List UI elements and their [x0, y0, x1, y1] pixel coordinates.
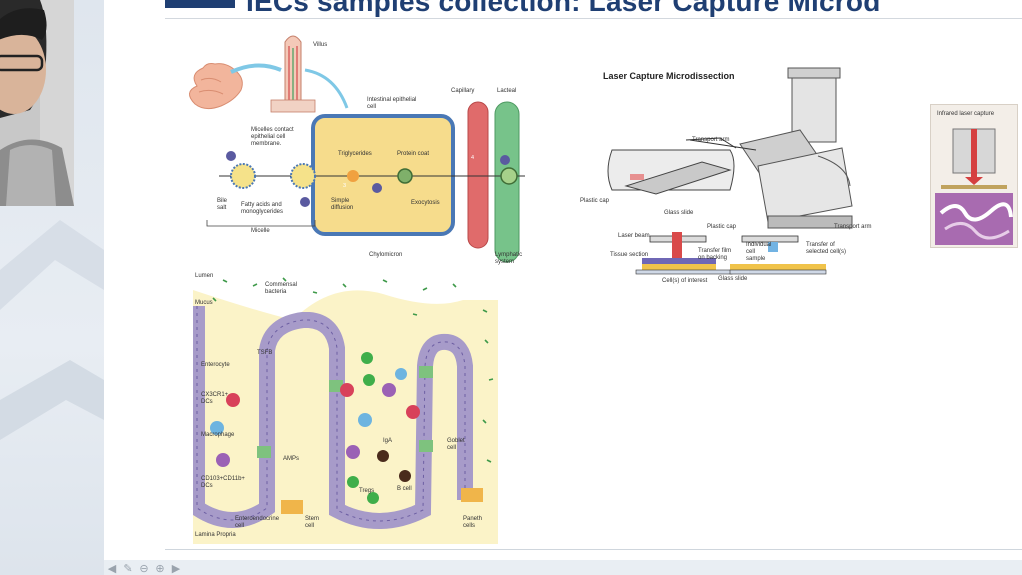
individual-cell-label: Individual cell sample — [746, 242, 772, 262]
goblet-cells — [257, 366, 433, 458]
cx3cr1-label: CX3CR1+ DCs — [201, 392, 229, 405]
goblet-label: Goblet cell — [447, 438, 465, 451]
step-4-label: 4 — [471, 155, 475, 161]
microscope-icon — [739, 67, 853, 229]
triglycerides-label: Triglycerides — [338, 151, 372, 157]
transfer-film-label: Transfer film on backing — [698, 248, 732, 261]
arrow-left-icon[interactable]: ◀ — [107, 563, 117, 575]
glass-slide-label: Glass slide — [718, 276, 748, 282]
slide-toolbar: ◀ ✎ ⊖ ⊕ ▶ — [106, 563, 182, 575]
arrow-to-cell — [304, 68, 349, 109]
mucus-label: Mucus — [195, 300, 213, 306]
plastic-cap-label: Plastic cap — [707, 224, 737, 230]
chylomicron-1 — [397, 168, 413, 184]
amps-label: AMPs — [283, 456, 300, 462]
intestinal-crypt-diagram: Lumen Mucus Commensal bacteria Enterocyt… — [189, 270, 498, 544]
step-1-label: 1 — [197, 151, 201, 157]
commensal-label: Commensal bacteria — [265, 282, 298, 295]
epithelial-cell — [311, 114, 455, 236]
iga-label: IgA — [383, 438, 393, 444]
transport-arm-right-label: Transport arm — [834, 224, 872, 230]
zoom-out-icon[interactable]: ⊖ — [139, 563, 149, 575]
transport-arm-top-label: Transport arm — [692, 137, 730, 143]
lumen-label: Lumen — [195, 273, 214, 279]
enteroendocrine-label: Enteroendocrine cell — [235, 516, 280, 529]
villus-icon — [270, 35, 316, 113]
micelle-2 — [290, 163, 316, 189]
plastic-cap-left-label: Plastic cap — [580, 198, 610, 204]
capillary-vessel — [467, 101, 489, 249]
tissue-section-label: Tissue section — [610, 252, 649, 258]
paneth-label: Paneth cells — [463, 516, 483, 529]
intestinal-cell-label: Intestinal epithelial cell — [367, 97, 417, 110]
transfer-selected-label: Transfer of selected cell(s) — [806, 242, 847, 255]
step-2-label: 2 — [271, 197, 275, 203]
fat-absorption-diagram: 1 2 3 4 Villus Intestinal epithelial cel… — [185, 30, 545, 280]
macrophage-label: Macrophage — [201, 432, 235, 438]
bacteria — [212, 277, 494, 463]
infrared-illustration — [935, 128, 1013, 245]
immune-cells — [210, 352, 420, 504]
arrow-to-villus — [230, 63, 282, 74]
stem-cell-label: Stem cell — [305, 516, 320, 529]
crypt-illustration — [189, 270, 498, 544]
zoom-in-icon[interactable]: ⊕ — [155, 563, 165, 575]
enterocyte-label: Enterocyte — [201, 362, 230, 368]
pen-icon[interactable]: ✎ — [123, 563, 133, 575]
title-divider — [165, 18, 1022, 19]
capillary-label: Capillary — [451, 88, 475, 94]
title-accent-bar — [165, 0, 235, 8]
slide-title: IECs samples collection: Laser Capture M… — [246, 0, 881, 17]
bottom-divider — [165, 549, 1022, 550]
micelle-1 — [230, 163, 256, 189]
lcm-title: Laser Capture Microdissection — [603, 71, 735, 81]
presenter-sidebar — [0, 0, 104, 575]
intestine-icon — [189, 63, 243, 110]
stage-detail — [607, 137, 757, 195]
fatty-acids-label: Fatty acids and monoglycerides — [241, 202, 284, 215]
bile-salt-label: Bile salt — [217, 198, 228, 211]
laser-beam-label: Laser beam — [618, 233, 650, 239]
micelles-contact-label: Micelles contact epithelial cell membran… — [251, 127, 294, 147]
lacteal-label: Lacteal — [497, 88, 517, 94]
protein-coat-label: Protein coat — [397, 151, 430, 157]
infrared-title: Infrared laser capture — [937, 111, 995, 117]
absorption-illustration — [189, 35, 525, 263]
villus-label: Villus — [313, 42, 328, 48]
triglyceride-drop — [347, 170, 359, 182]
cd103-label: CD103+CD11b+ DCs — [201, 476, 245, 489]
step-3-label: 3 — [343, 183, 347, 189]
simple-diffusion-label: Simple diffusion — [331, 198, 354, 211]
arrow-right-icon[interactable]: ▶ — [171, 563, 181, 575]
infrared-panel: Infrared laser capture — [930, 104, 1018, 248]
lymphatic-label: Lymphatic system — [495, 252, 523, 265]
paneth-cells — [281, 488, 483, 514]
tsfb-label: TSFB — [257, 350, 273, 356]
person-image — [0, 0, 74, 206]
chylomicron-2 — [500, 167, 518, 185]
lcm-illustration — [607, 67, 853, 275]
lcm-diagram: Transport arm Plastic cap Glass slide Tr… — [580, 66, 880, 292]
cells-of-interest-label: Cell(s) of interest — [662, 278, 708, 284]
exocytosis-label: Exocytosis — [411, 200, 440, 206]
background-decoration — [0, 220, 104, 440]
b-cell-label: B cell — [397, 486, 412, 492]
cap-schematic — [635, 232, 827, 275]
lamina-propria-label: Lamina Propria — [195, 532, 236, 538]
webcam-thumbnail — [0, 0, 74, 206]
tregs-label: Tregs — [359, 488, 375, 494]
chylomicron-label: Chylomicron — [369, 252, 403, 258]
micelle-label: Micelle — [251, 228, 270, 234]
glass-slide-top-label: Glass slide — [664, 210, 694, 216]
